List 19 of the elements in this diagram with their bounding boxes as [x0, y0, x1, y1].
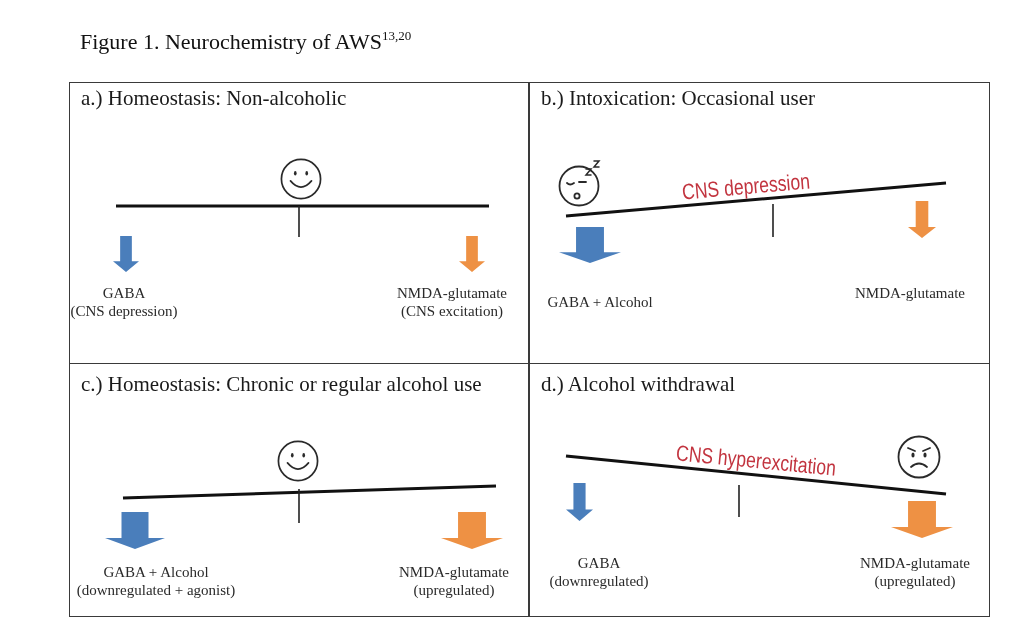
- figure-title: Figure 1. Neurochemistry of AWS$^{13,20}$: [80, 28, 412, 56]
- panel: [528, 82, 990, 364]
- panel: [528, 363, 990, 617]
- neurotransmitter-label: NMDA-glutamate (upregulated): [399, 563, 509, 599]
- annotation-text: CNS hyperexcitation: [675, 441, 837, 481]
- neurotransmitter-label: GABA + Alcohol (downregulated + agonist): [76, 563, 236, 599]
- panel-heading: b.) Intoxication: Occasional user: [541, 86, 816, 110]
- neurotransmitter-label: NMDA-glutamate: [855, 284, 965, 302]
- panel-heading: d.) Alcohol withdrawal: [541, 372, 736, 396]
- annotation-text: CNS depression: [681, 169, 811, 205]
- panel-heading: c.) Homeostasis: Chronic or regular alcohol use: [81, 372, 482, 396]
- neurotransmitter-label: NMDA-glutamate (upregulated): [860, 554, 970, 590]
- neurotransmitter-label: GABA (downregulated): [549, 554, 649, 590]
- panel: [69, 82, 530, 364]
- neurotransmitter-label: GABA (CNS depression): [70, 284, 178, 320]
- panel: [69, 363, 530, 617]
- neurotransmitter-label: NMDA-glutamate (CNS excitation): [397, 284, 507, 320]
- neurotransmitter-label: GABA + Alcohol: [547, 293, 653, 311]
- panel-heading: a.) Homeostasis: Non-alcoholic: [81, 86, 347, 110]
